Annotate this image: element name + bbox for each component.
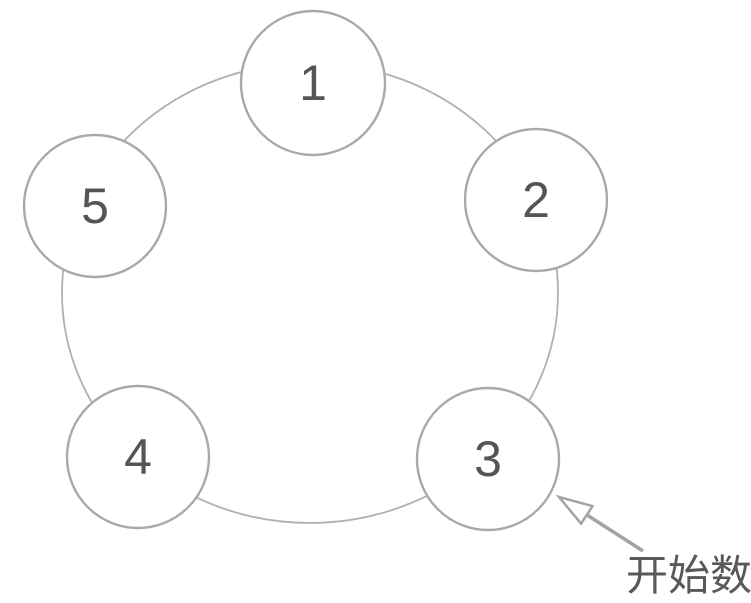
node-1-label: 1 bbox=[299, 55, 327, 111]
annotation-label: 开始数 bbox=[626, 552, 751, 599]
node-3-circle bbox=[415, 386, 561, 532]
node-2-circle bbox=[463, 127, 609, 273]
node-layer: 1 2 3 4 5 bbox=[22, 9, 609, 532]
annotation-arrowhead-icon bbox=[555, 494, 595, 526]
node-4: 4 bbox=[65, 384, 211, 530]
annotation-layer: 开始数 bbox=[555, 494, 751, 599]
node-2: 2 bbox=[463, 127, 609, 273]
node-3: 3 bbox=[415, 386, 561, 532]
node-5-circle bbox=[22, 133, 168, 279]
node-3-label: 3 bbox=[474, 431, 502, 487]
node-1: 1 bbox=[239, 9, 387, 157]
annotation-arrow-shaft bbox=[586, 513, 644, 553]
node-5-label: 5 bbox=[81, 178, 109, 234]
node-5: 5 bbox=[22, 133, 168, 279]
node-4-circle bbox=[65, 384, 211, 530]
node-1-circle bbox=[239, 9, 387, 157]
node-2-label: 2 bbox=[522, 172, 550, 228]
node-4-label: 4 bbox=[124, 429, 152, 485]
